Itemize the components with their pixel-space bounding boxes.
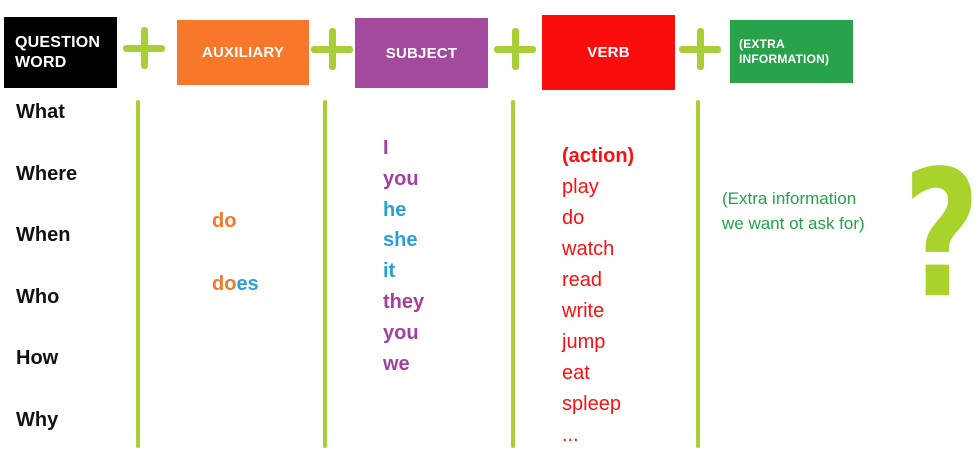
- column-divider: [511, 100, 515, 448]
- verb-item: jump: [562, 331, 606, 353]
- question-word: Where: [16, 162, 78, 185]
- subjects-list: I you he she it they you we: [383, 133, 424, 379]
- column-divider: [696, 100, 700, 448]
- subject-pronoun: you: [383, 167, 419, 190]
- verbs-list: (action) play do watch read write jump e…: [562, 141, 634, 451]
- auxiliary-does-stem: do: [212, 273, 237, 295]
- subject-box: SUBJECT: [355, 18, 488, 88]
- question-word: What: [16, 101, 65, 123]
- question-word: Why: [16, 408, 59, 431]
- auxiliary-box: AUXILIARY: [177, 20, 309, 85]
- auxiliary-do: do: [212, 210, 237, 232]
- verb-item: eat: [562, 362, 590, 384]
- subject-pronoun: it: [383, 260, 396, 283]
- auxiliary-does-suffix: es: [236, 273, 259, 295]
- subject-pronoun: we: [383, 352, 410, 375]
- verb-box: VERB: [542, 15, 675, 90]
- verb-item: ...: [562, 424, 579, 446]
- extra-information-box: (EXTRA INFORMATION): [730, 20, 853, 83]
- subject-pronoun: I: [383, 137, 389, 159]
- verb-item: watch: [562, 238, 615, 260]
- plus-bar: [328, 28, 336, 70]
- subject-pronoun: he: [383, 198, 407, 221]
- verb-item: read: [562, 269, 603, 291]
- plus-icon: [494, 28, 536, 70]
- subject-pronoun: she: [383, 229, 418, 252]
- subject-pronoun: they: [383, 290, 425, 313]
- auxiliary-does: does: [212, 273, 259, 296]
- plus-bar: [511, 28, 519, 70]
- plus-bar: [140, 27, 148, 69]
- plus-icon: [311, 28, 353, 70]
- question-mark: ?: [903, 134, 980, 337]
- question-word: How: [16, 347, 59, 369]
- verb-item: write: [562, 300, 605, 322]
- question-word-box: QUESTION WORD: [4, 17, 117, 88]
- verbs-heading: (action): [562, 145, 635, 167]
- plus-icon: [123, 27, 165, 69]
- column-divider: [323, 100, 327, 448]
- extra-information-note: (Extra information we want ot ask for): [722, 189, 865, 233]
- verb-item: spleep: [562, 393, 621, 415]
- plus-bar: [696, 28, 704, 70]
- verb-item: play: [562, 176, 599, 198]
- subject-pronoun: you: [383, 321, 419, 344]
- question-word: When: [16, 224, 71, 246]
- question-word: Who: [16, 285, 60, 308]
- column-divider: [136, 100, 140, 448]
- question-words-list: What Where When Who How Why: [16, 82, 77, 451]
- verb-item: do: [562, 207, 585, 229]
- plus-icon: [679, 28, 721, 70]
